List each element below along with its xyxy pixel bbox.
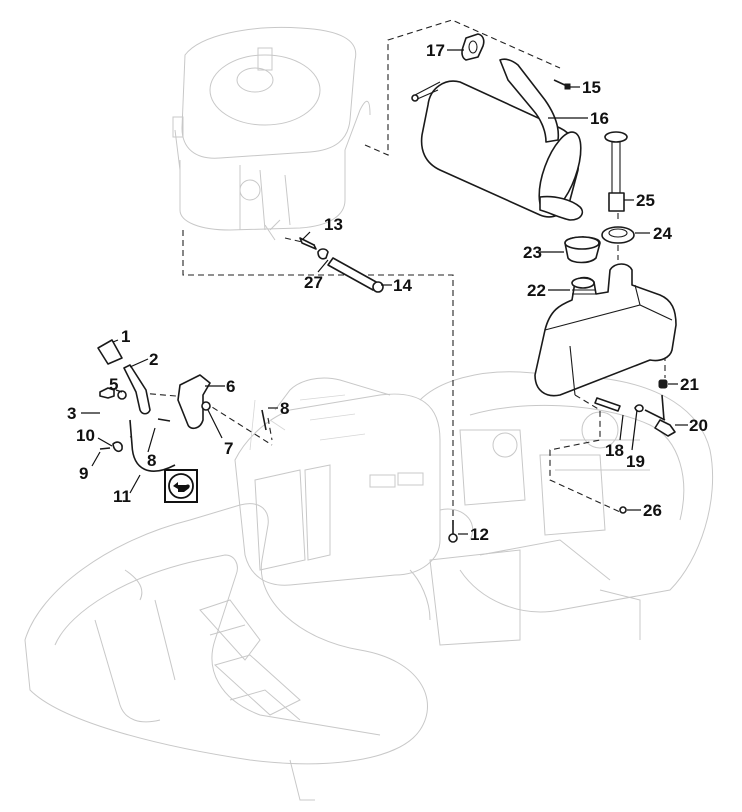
fuel-gauge-part xyxy=(604,131,628,212)
bolt-3-part xyxy=(99,387,115,399)
exhaust-bolt-part xyxy=(553,79,571,90)
callout-11[interactable]: 11 xyxy=(113,487,131,506)
engine-bolt-part xyxy=(448,520,458,543)
screw-8-part xyxy=(157,418,171,422)
callout-10[interactable]: 10 xyxy=(76,426,95,445)
bracket-6-part xyxy=(177,374,211,430)
callout-14[interactable]: 14 xyxy=(393,276,412,295)
gasket-ring-part xyxy=(601,226,635,244)
callout-21[interactable]: 21 xyxy=(680,375,699,394)
cable-11-part xyxy=(129,419,176,472)
callout-12[interactable]: 12 xyxy=(470,525,489,544)
callout-19[interactable]: 19 xyxy=(626,452,645,471)
screw-26-part xyxy=(619,506,627,514)
callout-20[interactable]: 20 xyxy=(689,416,708,435)
callout-24[interactable]: 24 xyxy=(653,224,672,243)
washer-5-part xyxy=(117,390,127,400)
callout-27[interactable]: 27 xyxy=(304,273,323,292)
callout-13[interactable]: 13 xyxy=(324,215,343,234)
callout-1[interactable]: 1 xyxy=(121,327,130,346)
throttle-lever-part xyxy=(123,364,151,415)
callout-8-upper[interactable]: 8 xyxy=(280,399,289,418)
callout-5[interactable]: 5 xyxy=(109,375,118,394)
mower-chassis-ghost xyxy=(24,371,714,801)
nut-7-part xyxy=(201,401,211,411)
throttle-speed-symbol xyxy=(164,469,198,503)
muffler-part xyxy=(411,58,584,221)
exhaust-gasket-part xyxy=(461,33,485,61)
callout-16[interactable]: 16 xyxy=(590,109,609,128)
throttle-grip-part xyxy=(97,339,123,365)
callout-6[interactable]: 6 xyxy=(226,377,235,396)
callout-18[interactable]: 18 xyxy=(605,441,624,460)
screw-9-part xyxy=(99,447,111,450)
engine-ghost xyxy=(172,27,371,241)
callout-26[interactable]: 26 xyxy=(643,501,662,520)
callout-7[interactable]: 7 xyxy=(224,439,233,458)
callout-15[interactable]: 15 xyxy=(582,78,601,97)
fuel-cap-part xyxy=(564,236,601,264)
callout-labels: 1 2 3 5 6 7 8 8 9 10 11 12 13 14 15 16 1… xyxy=(67,41,708,544)
screw-8b-part xyxy=(261,409,267,431)
fuel-tap-parts xyxy=(594,379,676,437)
leader-lines xyxy=(81,49,688,535)
callout-3[interactable]: 3 xyxy=(67,404,76,423)
callout-17[interactable]: 17 xyxy=(426,41,445,60)
callout-22[interactable]: 22 xyxy=(527,281,546,300)
clamp-10-part xyxy=(112,441,123,453)
callout-23[interactable]: 23 xyxy=(523,243,542,262)
callout-25[interactable]: 25 xyxy=(636,191,655,210)
callout-8-lower[interactable]: 8 xyxy=(147,451,156,470)
fuel-tank-part xyxy=(534,263,677,397)
callout-2[interactable]: 2 xyxy=(149,350,158,369)
callout-9[interactable]: 9 xyxy=(79,464,88,483)
throttle-assembly xyxy=(97,339,267,472)
fuel-line-parts xyxy=(299,237,384,293)
